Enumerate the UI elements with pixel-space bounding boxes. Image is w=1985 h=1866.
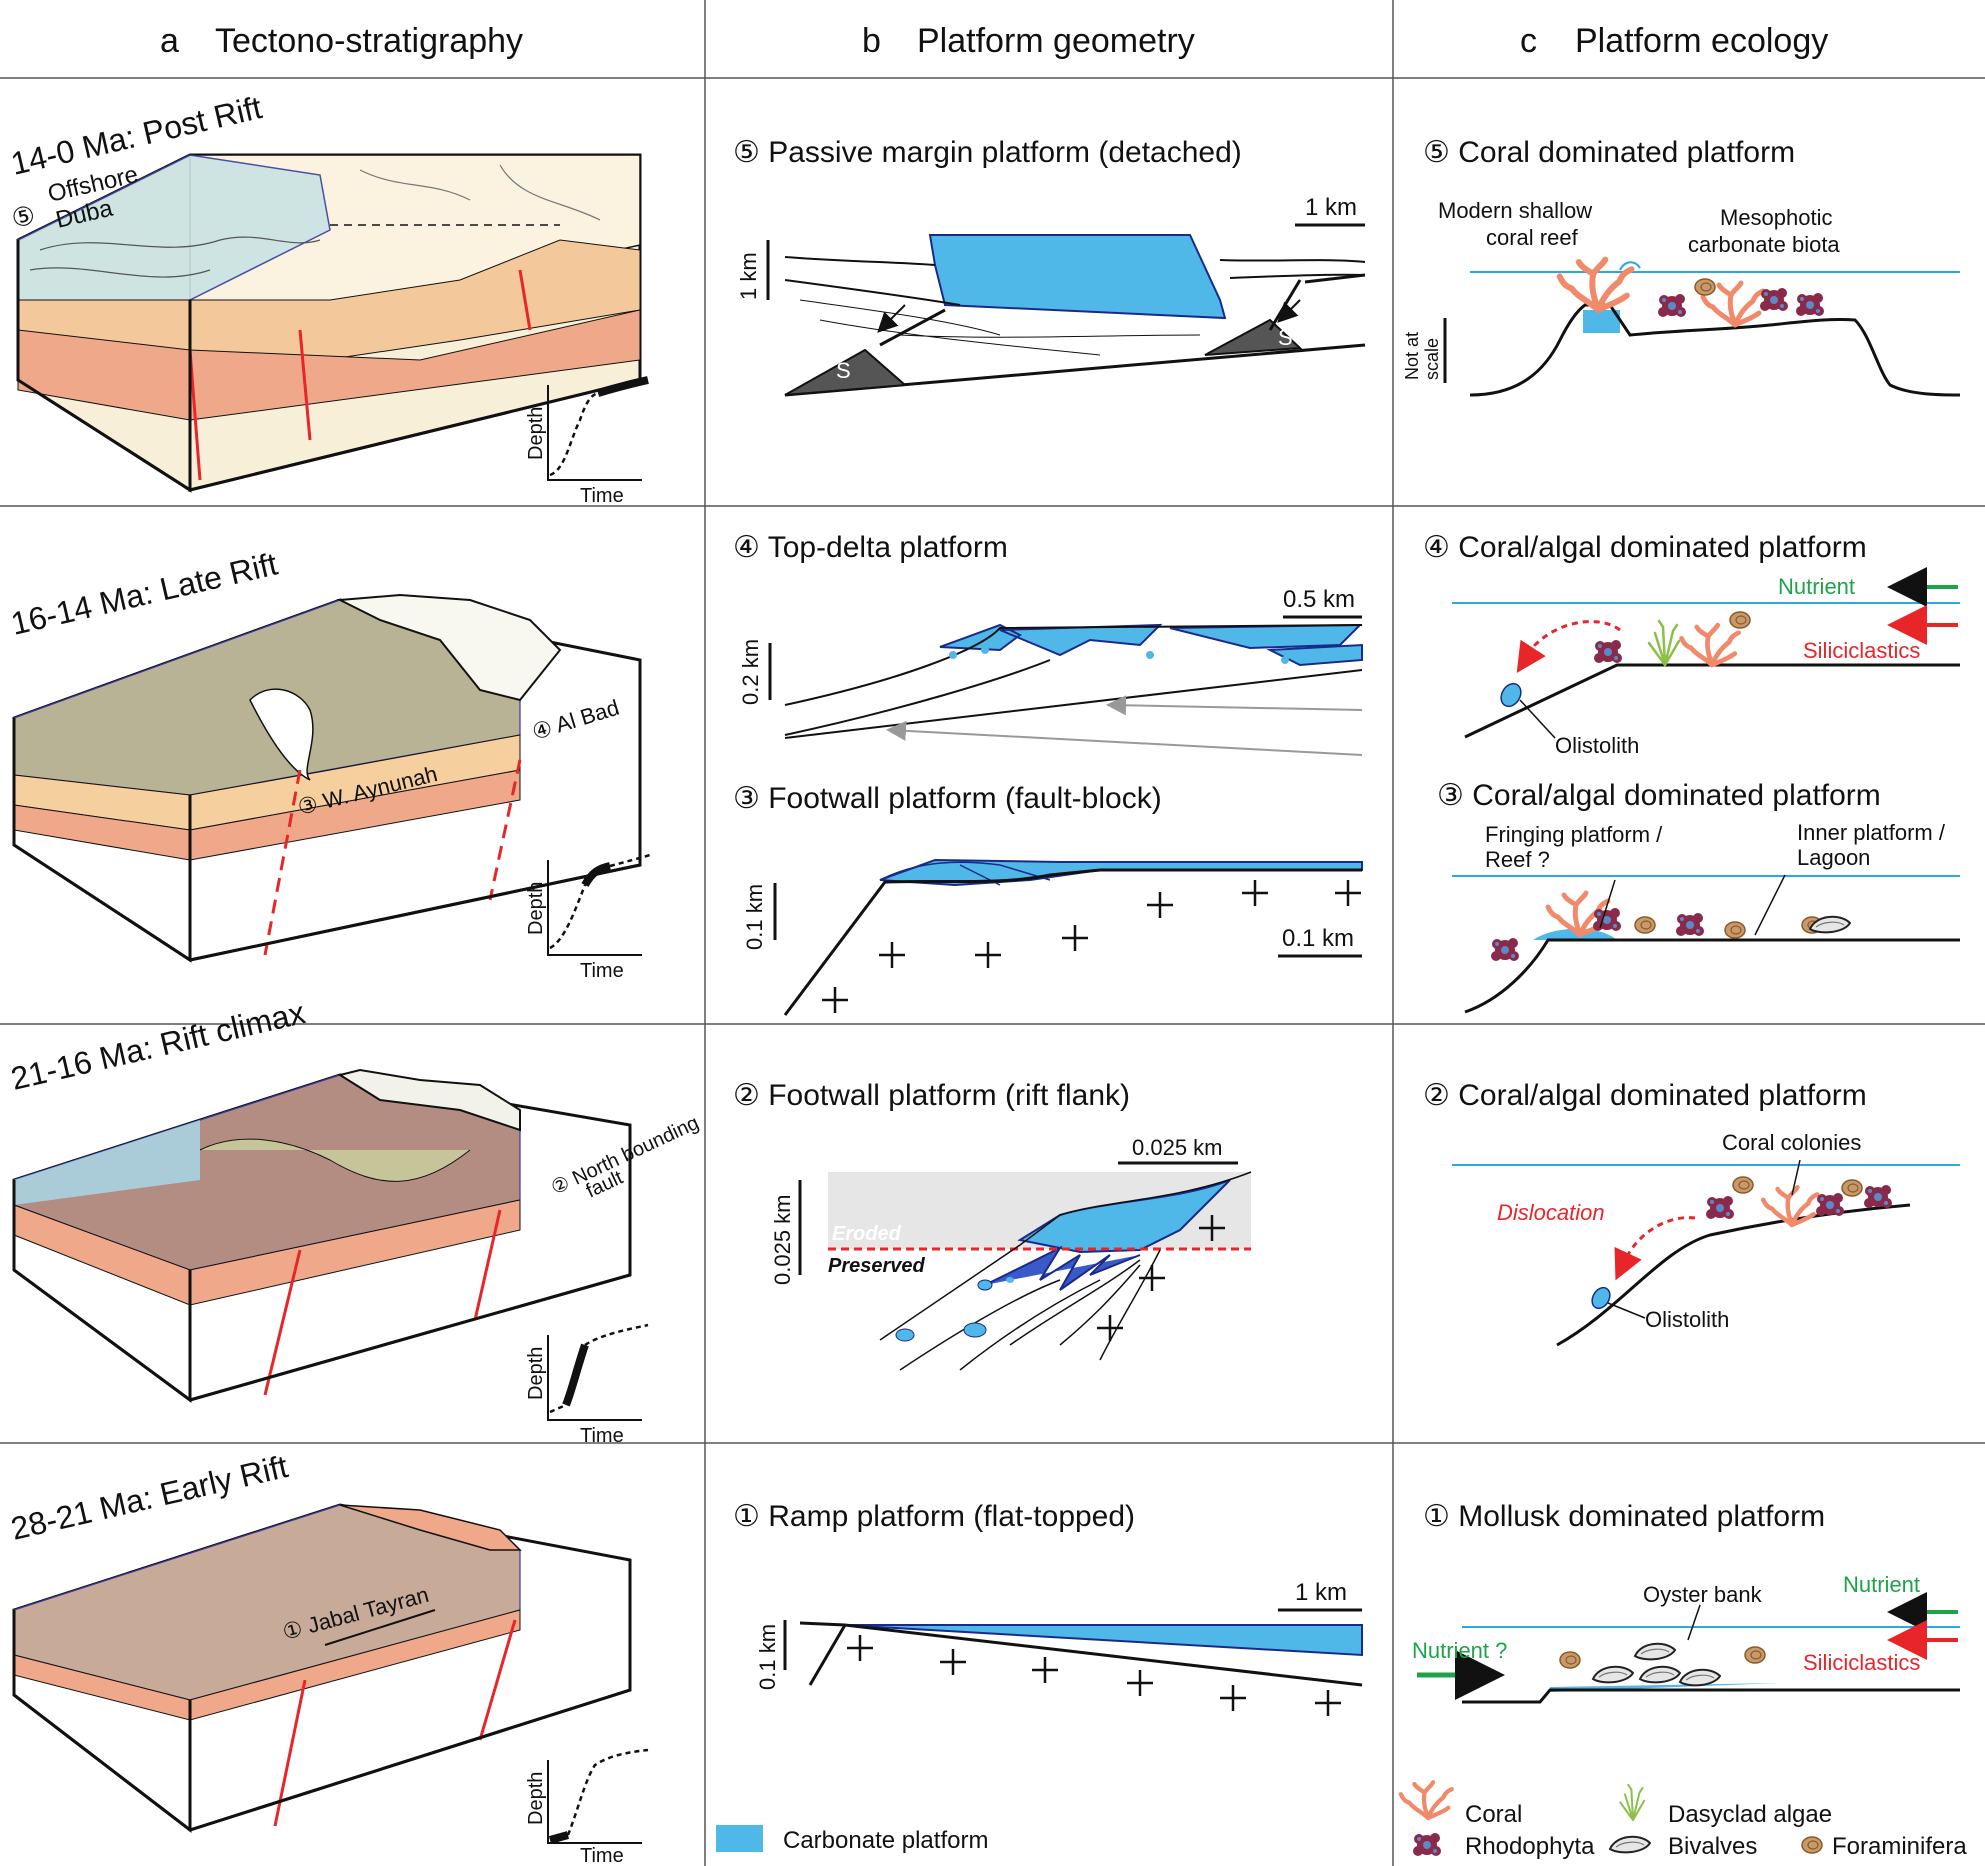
geometry-top-delta: [768, 615, 1363, 756]
block-diagram-late-rift: [12, 593, 642, 963]
carbonate-legend-swatch: [716, 1825, 763, 1852]
salt-label-left: S: [836, 358, 851, 383]
label-inner-platform: Inner platform /: [1797, 820, 1946, 845]
geometry-rift-flank: [798, 1161, 1252, 1371]
legend-coral-icon: [1401, 1782, 1452, 1818]
geometry-title-footwall-fault-block: ③ Footwall platform (fault-block): [733, 782, 1162, 815]
legend-dasyclad-label: Dasyclad algae: [1668, 1801, 1832, 1828]
eroded-label: Eroded: [832, 1223, 902, 1245]
label-nutrient-4: Nutrient: [1778, 574, 1855, 599]
depth-time-curve-post-rift: [547, 376, 649, 481]
eco-label-carbonate-biota: carbonate biota: [1688, 232, 1840, 257]
legend-rhodophyta-icon: [1413, 1833, 1441, 1856]
geometry-passive-margin: [766, 223, 1366, 397]
header-a-letter: a: [160, 22, 179, 60]
eco-label-mesophotic: Mesophotic: [1720, 205, 1833, 230]
legend-foraminifera-label: Foraminifera: [1832, 1833, 1967, 1860]
depth-time-curve-rift-climax: [547, 1323, 649, 1421]
eco-label-scale: scale: [1422, 338, 1442, 380]
depth-time-curve-late-rift: [547, 853, 651, 956]
label-lagoon: Lagoon: [1797, 845, 1870, 870]
legend-dasyclad-icon: [1619, 1783, 1646, 1822]
stage-label-rift-climax: 21-16 Ma: Rift climax: [7, 994, 308, 1097]
legend-bivalves-label: Bivalves: [1668, 1833, 1757, 1860]
geometry-footwall-fault-block: [773, 858, 1363, 1016]
preserved-label: Preserved: [828, 1255, 926, 1277]
ecology-coral-algal-4: [1452, 567, 1960, 739]
label-oyster-bank: Oyster bank: [1643, 1582, 1763, 1607]
ecology-title-mollusk: ① Mollusk dominated platform: [1423, 1500, 1825, 1533]
time-label-early-rift: Time: [580, 1845, 624, 1866]
eco-label-coral-reef: coral reef: [1486, 225, 1579, 250]
block-diagram-rift-climax: [12, 1068, 632, 1403]
eco-label-modern-shallow: Modern shallow: [1438, 198, 1592, 223]
header-a-title: Tectono-stratigraphy: [215, 22, 523, 60]
ecology-title-coral-dominated: ⑤ Coral dominated platform: [1423, 136, 1795, 169]
geometry-title-rift-flank: ② Footwall platform (rift flank): [733, 1079, 1130, 1112]
depth-time-curve-early-rift: [547, 1748, 649, 1844]
time-label-late-rift: Time: [580, 960, 624, 982]
stage-label-early-rift: 28-21 Ma: Early Rift: [7, 1448, 291, 1547]
column-headers: a Tectono-stratigraphy b Platform geomet…: [160, 22, 1828, 60]
scale-label-top-delta-v: 0.2 km: [738, 639, 763, 705]
site-number-offshore-duba: ⑤: [9, 199, 38, 233]
legend-foraminifera-icon: [1801, 1836, 1823, 1854]
scale-label-passive-v: 1 km: [736, 252, 761, 300]
time-label-rift-climax: Time: [580, 1425, 624, 1447]
scale-label-top-delta-h: 0.5 km: [1283, 586, 1355, 613]
scale-label-fault-block-h: 0.1 km: [1282, 925, 1354, 952]
legend-coral-label: Coral: [1465, 1801, 1522, 1828]
ecology-title-coral-algal-3: ③ Coral/algal dominated platform: [1437, 779, 1881, 812]
depth-label-late-rift: Depth: [525, 882, 547, 935]
label-reef-q: Reef ?: [1485, 847, 1550, 872]
salt-label-right: S: [1278, 325, 1293, 350]
scale-label-fault-block-v: 0.1 km: [742, 884, 767, 950]
depth-label-post-rift: Depth: [525, 407, 547, 460]
scale-label-rift-flank-h: 0.025 km: [1132, 1135, 1223, 1160]
header-b-letter: b: [862, 22, 881, 60]
ecology-mollusk: [1417, 1592, 1960, 1704]
carbonate-legend-label: Carbonate platform: [783, 1827, 988, 1854]
label-siliciclastics-4: Siliciclastics: [1803, 638, 1920, 663]
depth-label-rift-climax: Depth: [525, 1347, 547, 1400]
scale-label-ramp-v: 0.1 km: [755, 1624, 780, 1690]
ecology-title-coral-algal-4: ④ Coral/algal dominated platform: [1423, 531, 1867, 564]
header-c-letter: c: [1520, 22, 1537, 60]
block-diagram-early-rift: [12, 1503, 632, 1834]
ecology-coral-algal-3: [1452, 874, 1960, 1014]
time-label-post-rift: Time: [580, 485, 624, 507]
block-diagram-post-rift: [16, 153, 642, 493]
label-olistolith-4: Olistolith: [1555, 733, 1639, 758]
geometry-title-passive-margin: ⑤ Passive margin platform (detached): [733, 136, 1242, 169]
label-olistolith-2: Olistolith: [1645, 1307, 1729, 1332]
ecology-title-coral-algal-2: ② Coral/algal dominated platform: [1423, 1079, 1867, 1112]
scale-label-passive-h: 1 km: [1305, 194, 1357, 221]
label-nutrient-1: Nutrient: [1843, 1572, 1920, 1597]
ecology-coral-algal-2: [1452, 1159, 1960, 1347]
legend-bivalves-icon: [1609, 1835, 1651, 1854]
header-b-title: Platform geometry: [917, 22, 1195, 60]
label-fringing-platform: Fringing platform /: [1485, 822, 1663, 847]
geometry-ramp: [783, 1608, 1363, 1718]
depth-label-early-rift: Depth: [525, 1772, 547, 1825]
label-coral-colonies: Coral colonies: [1722, 1130, 1861, 1155]
eco-label-not-at: Not at: [1402, 332, 1422, 380]
scale-label-rift-flank-v: 0.025 km: [770, 1195, 795, 1286]
geometry-title-top-delta: ④ Top-delta platform: [733, 531, 1008, 564]
ecology-coral-dominated: [1443, 260, 1961, 397]
label-dislocation: Dislocation: [1497, 1200, 1605, 1225]
label-siliciclastics-1: Siliciclastics: [1803, 1650, 1920, 1675]
scale-label-ramp-h: 1 km: [1295, 1579, 1347, 1606]
geometry-title-ramp: ① Ramp platform (flat-topped): [733, 1500, 1135, 1533]
label-nutrient-q: Nutrient ?: [1412, 1638, 1507, 1663]
stage-label-late-rift: 16-14 Ma: Late Rift: [7, 546, 280, 642]
legend-rhodophyta-label: Rhodophyta: [1465, 1833, 1595, 1860]
header-c-title: Platform ecology: [1575, 22, 1828, 60]
depth-time-axis-labels: Time Depth Time Depth Time Depth Time De…: [525, 407, 624, 1866]
